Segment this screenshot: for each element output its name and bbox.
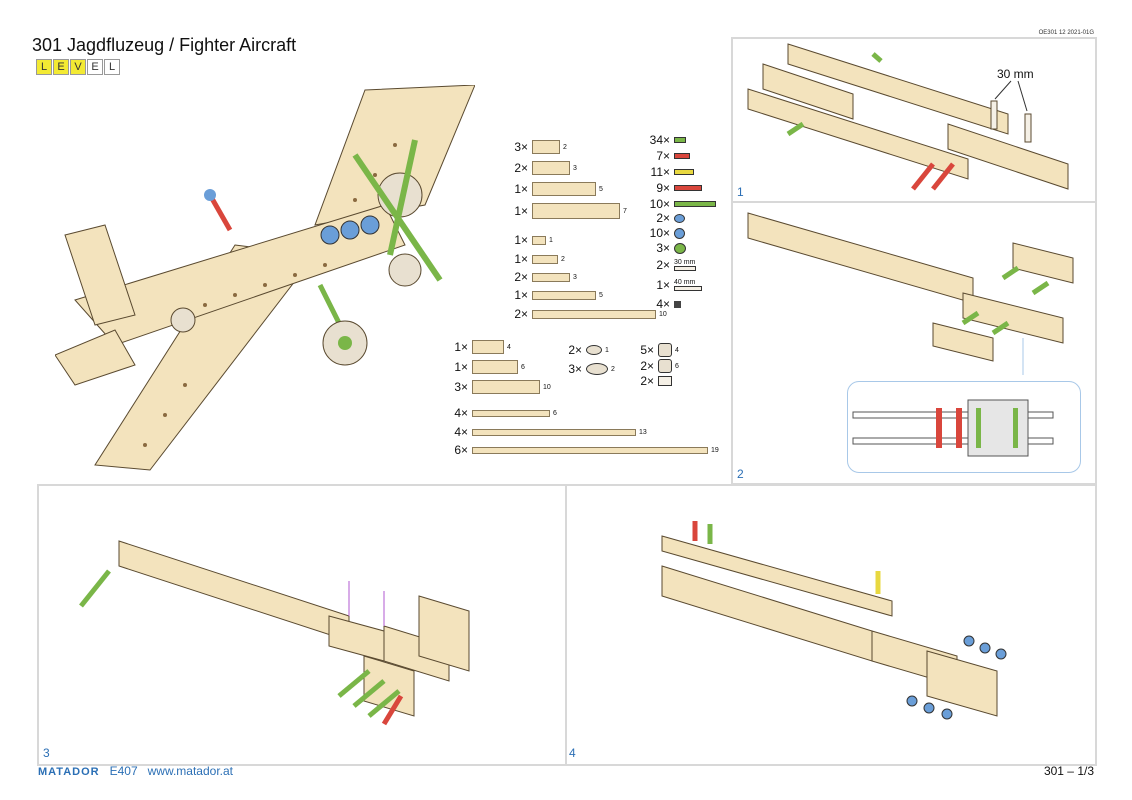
step-number: 2 [737, 467, 744, 481]
level-letter: L [36, 59, 52, 75]
cross-section-illustration [852, 399, 1054, 457]
part-row: 1×2 [514, 252, 565, 266]
level-indicator: L E V E L [36, 59, 121, 75]
part-row: 6×19 [454, 443, 719, 457]
part-row: 4× [644, 297, 681, 311]
part-row: 2× [644, 211, 685, 225]
footer-brand-area: MATADOR E407 www.matador.at [38, 764, 233, 778]
brand-logo: MATADOR [38, 766, 100, 778]
step-4-illustration [661, 521, 1007, 720]
step-3-illustration [79, 540, 470, 726]
product-code: E407 [109, 764, 138, 778]
part-row: 2×6 [640, 359, 679, 373]
part-row: 11× [644, 165, 694, 179]
part-row: 5×4 [640, 343, 679, 357]
step-number: 3 [43, 746, 50, 760]
step-panel-1: 30 mm 1 [731, 37, 1097, 203]
part-row: 9× [644, 181, 702, 195]
part-row: 34× [644, 133, 686, 147]
part-row: 1×4 [454, 340, 511, 354]
part-row: 2× 30 mm [656, 258, 696, 272]
level-letter: L [104, 59, 120, 75]
part-row: 4×6 [454, 406, 557, 420]
part-row: 1×6 [454, 360, 525, 374]
part-row: 1× 40 mm [644, 278, 702, 292]
part-row: 4×13 [454, 425, 647, 439]
level-letter: V [70, 59, 86, 75]
page-title: 301 Jagdfluzeug / Fighter Aircraft [32, 35, 297, 55]
step-2-illustration [747, 212, 1074, 375]
step-number: 4 [569, 746, 576, 760]
level-letter: E [53, 59, 69, 75]
part-row: 2×1 [568, 343, 609, 357]
part-row: 2×3 [514, 161, 577, 175]
part-row: 3× [644, 241, 686, 255]
part-row: 1×5 [514, 182, 603, 196]
part-row: 1×7 [514, 203, 627, 219]
part-row: 7× [644, 149, 690, 163]
page-number: 301 – 1/3 [1043, 764, 1094, 778]
part-row: 3×2 [514, 140, 567, 154]
part-row: 1×1 [514, 233, 553, 247]
step-number: 1 [737, 185, 744, 199]
part-row: 10× [644, 226, 685, 240]
part-row: 2×10 [514, 307, 667, 321]
part-row: 3×10 [454, 380, 551, 394]
part-row: 1×5 [514, 288, 603, 302]
step-panel-4: 4 [565, 484, 1097, 766]
dimension-callout: 30 mm [997, 67, 1034, 81]
part-row: 3×2 [568, 362, 615, 376]
part-row: 10× [644, 197, 716, 211]
website-link[interactable]: www.matador.at [147, 764, 233, 778]
step-panel-2: 2 [731, 201, 1097, 485]
document-number: OE301 12 2021-01G [1038, 30, 1094, 36]
part-row: 2× [632, 374, 675, 388]
aircraft-illustration [55, 85, 475, 471]
detail-callout [847, 381, 1081, 473]
part-row: 2×3 [514, 270, 577, 284]
step-panel-3: 3 [37, 484, 567, 766]
level-letter: E [87, 59, 103, 75]
step-1-illustration [747, 43, 1069, 191]
